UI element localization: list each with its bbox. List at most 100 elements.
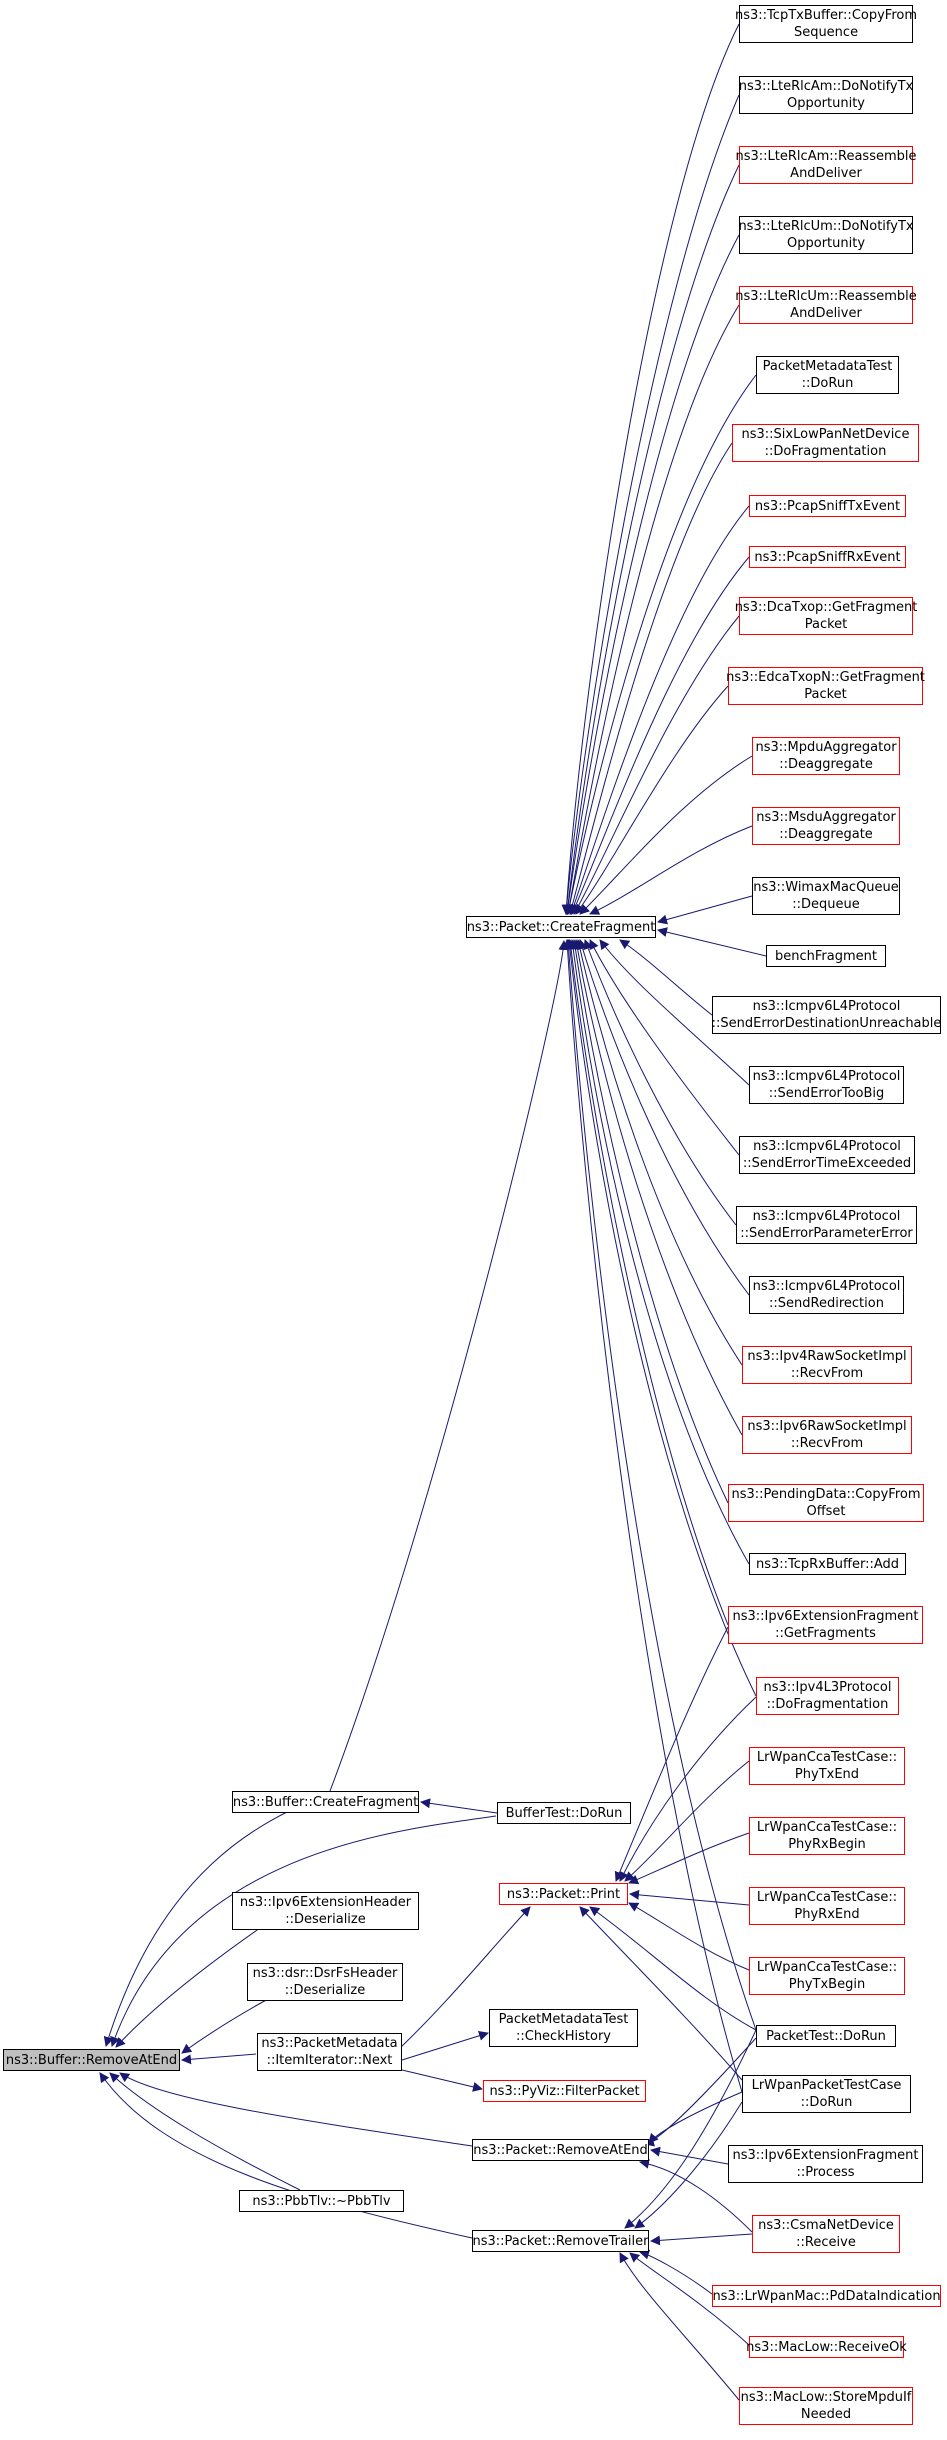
call-edge (181, 1998, 269, 2054)
node-edca-txopn-get-fragment[interactable]: ns3::EdcaTxopN::GetFragment Packet (726, 667, 925, 705)
node-packet-metadata-test-dorun[interactable]: PacketMetadataTest ::DoRun (756, 356, 899, 394)
call-edge (577, 939, 750, 1296)
node-ipv6-raw-socket-recv-from[interactable]: ns3::Ipv6RawSocketImpl ::RecvFrom (742, 1416, 912, 1454)
call-edge (619, 939, 713, 1016)
node-mpdu-aggregator-deaggregate[interactable]: ns3::MpduAggregator ::Deaggregate (752, 737, 900, 775)
node-bench-fragment[interactable]: benchFragment (766, 945, 886, 967)
node-ipv6-extension-header-deserialize[interactable]: ns3::Ipv6ExtensionHeader ::Deserialize (232, 1892, 419, 1930)
call-edge (614, 1626, 729, 1882)
node-tcprx-buffer-add[interactable]: ns3::TcpRxBuffer::Add (749, 1553, 906, 1575)
node-dsr-fs-header-deserialize[interactable]: ns3::dsr::DsrFsHeader ::Deserialize (247, 1963, 403, 2001)
call-edge (570, 939, 729, 1504)
call-edge (624, 1760, 750, 1882)
call-edge (563, 234, 740, 915)
call-edge (109, 2072, 301, 2191)
call-edge (628, 1902, 750, 1971)
call-edge (657, 927, 767, 957)
node-icmpv6-send-error-parameter-error[interactable]: ns3::Icmpv6L4Protocol ::SendErrorParamet… (736, 1206, 917, 1244)
node-lte-rlc-um-do-notify[interactable]: ns3::LteRlcUm::DoNotifyTx Opportunity (738, 216, 914, 254)
node-maclow-receive-ok[interactable]: ns3::MacLow::ReceiveOk (746, 2336, 907, 2358)
node-pending-data-copy-from-offset[interactable]: ns3::PendingData::CopyFrom Offset (728, 1484, 924, 1522)
call-edge (629, 1889, 750, 1906)
node-lte-rlc-am-do-notify[interactable]: ns3::LteRlcAm::DoNotifyTx Opportunity (739, 76, 913, 114)
call-edge (563, 939, 757, 2031)
call-edge (575, 685, 729, 915)
call-edge (561, 94, 740, 915)
node-ipv6-extension-fragment-process[interactable]: ns3::Ipv6ExtensionFragment ::Process (728, 2145, 923, 2183)
call-edge (562, 939, 743, 2093)
call-edge (110, 1815, 497, 2047)
node-packet-metadata-test-check-history[interactable]: PacketMetadataTest ::CheckHistory (489, 2009, 638, 2047)
node-msdu-aggregator-deaggregate[interactable]: ns3::MsduAggregator ::Deaggregate (752, 807, 900, 845)
call-edge (571, 556, 750, 915)
call-edge (579, 755, 753, 915)
node-pyviz-filter-packet[interactable]: ns3::PyViz::FilterPacket (483, 2080, 646, 2102)
node-lrwpan-cca-phy-rx-begin[interactable]: LrWpanCcaTestCase:: PhyRxBegin (749, 1817, 905, 1855)
call-edge (569, 505, 750, 915)
node-icmpv6-send-error-too-big[interactable]: ns3::Icmpv6L4Protocol ::SendErrorTooBig (749, 1066, 904, 1104)
call-edge (589, 825, 753, 915)
node-icmpv6-send-redirection[interactable]: ns3::Icmpv6L4Protocol ::SendRedirection (749, 1276, 904, 1314)
call-edge (628, 1832, 750, 1885)
node-ipv4-raw-socket-recv-from[interactable]: ns3::Ipv4RawSocketImpl ::RecvFrom (742, 1346, 912, 1384)
call-edge (644, 2037, 757, 2147)
call-edge (650, 2146, 729, 2165)
node-packet-create-fragment[interactable]: ns3::Packet::CreateFragment (466, 916, 656, 938)
call-edge (657, 895, 753, 925)
node-buffer-test-dorun[interactable]: BufferTest::DoRun (497, 1802, 631, 1824)
call-edge (99, 2072, 473, 2239)
node-icmpv6-send-error-destination-unreachable[interactable]: ns3::Icmpv6L4Protocol ::SendErrorDestina… (712, 996, 941, 1034)
node-lte-rlc-am-reassemble[interactable]: ns3::LteRlcAm::Reassemble AndDeliver (736, 146, 917, 184)
node-maclow-store-mpdu-if-needed[interactable]: ns3::MacLow::StoreMpduIf Needed (739, 2387, 913, 2425)
node-packet-remove-trailer[interactable]: ns3::Packet::RemoveTrailer (472, 2230, 649, 2252)
node-packet-print[interactable]: ns3::Packet::Print (499, 1883, 628, 1905)
call-edge (181, 2053, 257, 2065)
call-edge (573, 615, 740, 915)
node-wimax-mac-queue-dequeue[interactable]: ns3::WimaxMacQueue ::Dequeue (752, 877, 900, 915)
call-edge (564, 304, 740, 915)
call-edge (589, 1906, 757, 2031)
call-edge (619, 2252, 740, 2401)
call-edge (639, 2158, 753, 2233)
node-lrwpan-mac-pd-data-indication[interactable]: ns3::LrWpanMac::PdDataIndication (712, 2285, 941, 2307)
call-edge (634, 2101, 743, 2229)
node-tcptx-copy-from-sequence[interactable]: ns3::TcpTxBuffer::CopyFrom Sequence (735, 5, 917, 43)
call-edge (119, 2072, 473, 2147)
node-buffer-remove-at-end[interactable]: ns3::Buffer::RemoveAtEnd (3, 2049, 180, 2071)
call-edge (599, 939, 750, 1086)
node-packet-remove-at-end[interactable]: ns3::Packet::RemoveAtEnd (472, 2139, 649, 2161)
call-edge (579, 1906, 743, 2081)
node-icmpv6-send-error-time-exceeded[interactable]: ns3::Icmpv6L4Protocol ::SendErrorTimeExc… (739, 1136, 915, 1174)
call-edge (115, 1927, 261, 2048)
call-edge (564, 939, 757, 1697)
call-edge (639, 2249, 713, 2295)
node-sixlowpan-do-fragmentation[interactable]: ns3::SixLowPanNetDevice ::DoFragmentatio… (732, 424, 919, 462)
call-edge (564, 374, 757, 915)
node-csma-net-device-receive[interactable]: ns3::CsmaNetDevice ::Receive (752, 2215, 900, 2253)
call-edge (589, 939, 740, 1156)
node-lrwpan-packet-test-case-dorun[interactable]: LrWpanPacketTestCase ::DoRun (742, 2075, 911, 2113)
node-ipv4l3-do-fragmentation[interactable]: ns3::Ipv4L3Protocol ::DoFragmentation (756, 1677, 899, 1715)
call-edge (619, 1696, 757, 1882)
node-dca-txop-get-fragment[interactable]: ns3::DcaTxop::GetFragment Packet (735, 597, 917, 635)
node-lrwpan-cca-phy-tx-end[interactable]: LrWpanCcaTestCase:: PhyTxEnd (749, 1747, 905, 1785)
node-packet-metadata-item-iterator-next[interactable]: ns3::PacketMetadata ::ItemIterator::Next (257, 2033, 402, 2071)
call-edge (401, 2069, 483, 2092)
node-pcap-sniff-tx-event[interactable]: ns3::PcapSniffTxEvent (749, 495, 906, 517)
node-lte-rlc-um-reassemble[interactable]: ns3::LteRlcUm::Reassemble AndDeliver (735, 286, 917, 324)
call-edge (650, 2233, 753, 2246)
call-edge (629, 2252, 750, 2346)
call-edge (329, 940, 569, 1792)
node-buffer-create-fragment[interactable]: ns3::Buffer::CreateFragment (232, 1791, 419, 1813)
node-lrwpan-cca-phy-tx-begin[interactable]: LrWpanCcaTestCase:: PhyTxBegin (749, 1957, 905, 1995)
node-lrwpan-cca-phy-rx-end[interactable]: LrWpanCcaTestCase:: PhyRxEnd (749, 1887, 905, 1925)
call-edge (566, 939, 729, 1626)
node-pcap-sniff-rx-event[interactable]: ns3::PcapSniffRxEvent (749, 546, 906, 568)
node-ipv6-extension-fragment-get-fragments[interactable]: ns3::Ipv6ExtensionFragment ::GetFragment… (728, 1606, 923, 1644)
call-edge (567, 442, 733, 915)
call-edge (563, 164, 740, 915)
node-packet-test-dorun[interactable]: PacketTest::DoRun (756, 2025, 896, 2047)
node-pbbtlv-destructor[interactable]: ns3::PbbTlv::~PbbTlv (239, 2190, 404, 2212)
